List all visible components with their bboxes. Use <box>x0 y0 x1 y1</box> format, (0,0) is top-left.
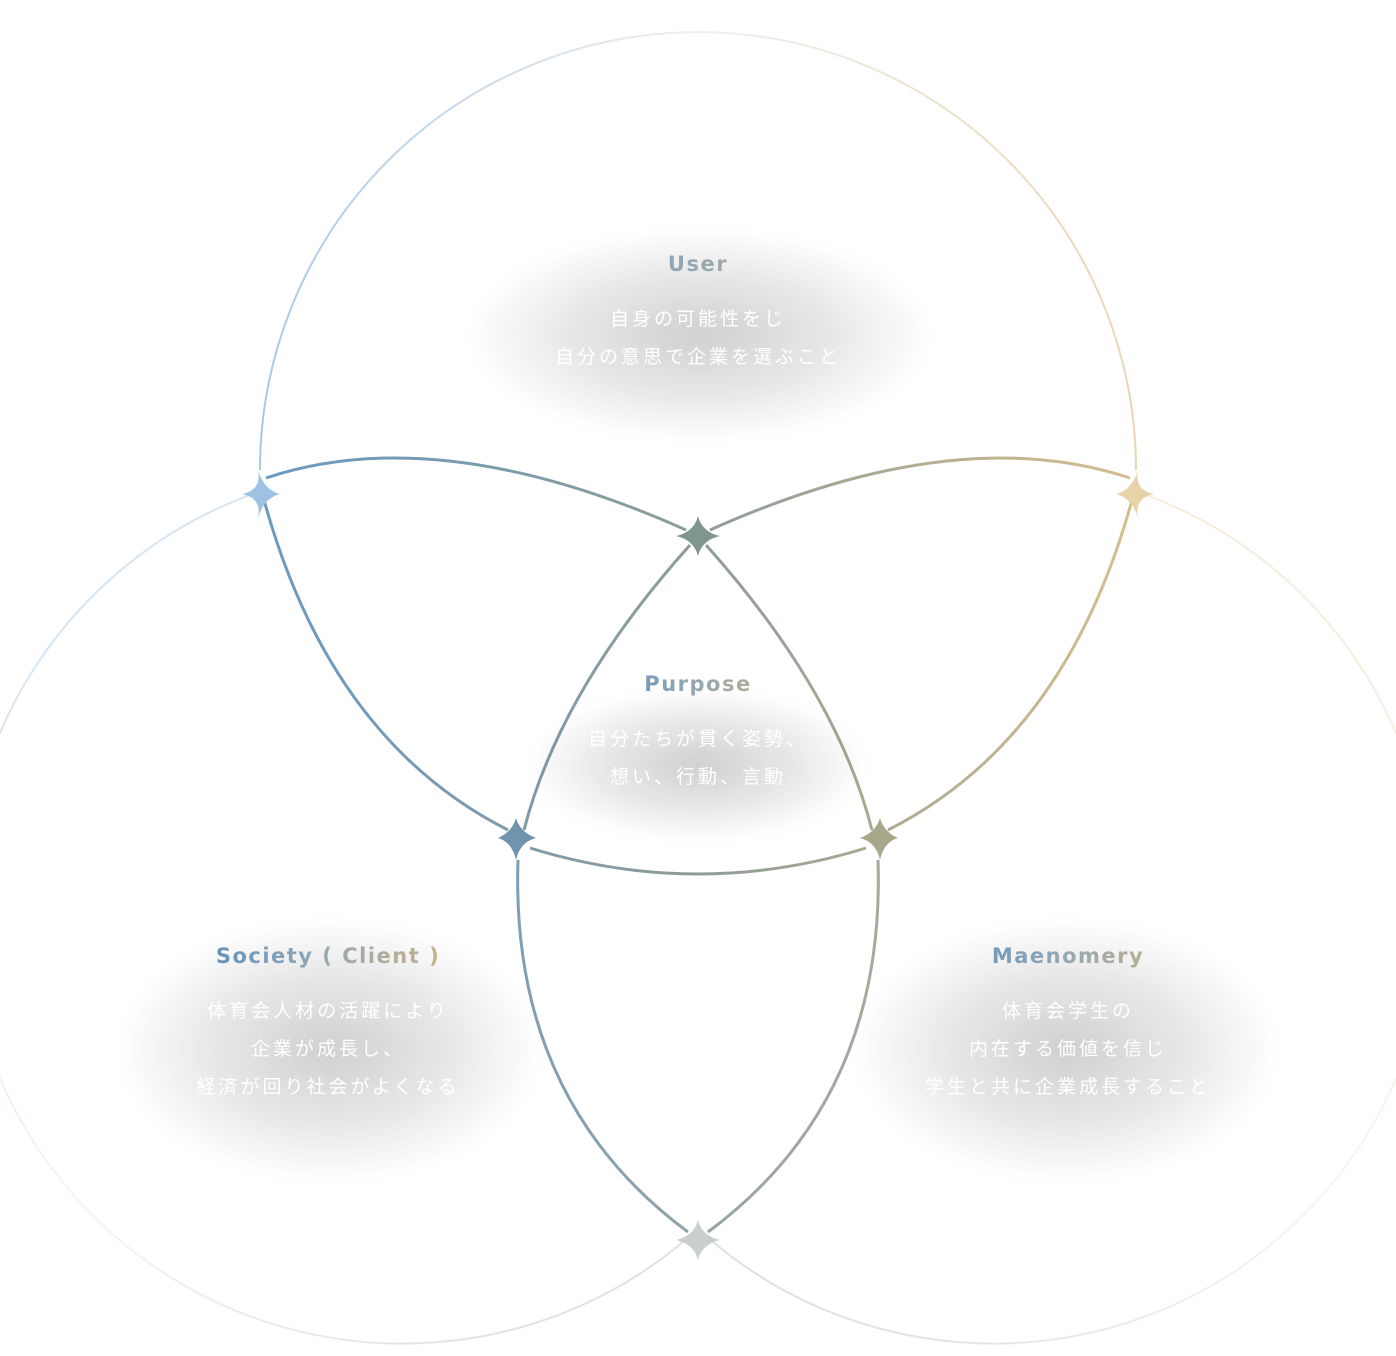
maenomery-line-2: 内在する価値を信じ <box>968 1038 1167 1060</box>
bottom-left-arc <box>516 859 689 1234</box>
society-title: Society ( Client ) <box>148 944 508 968</box>
user-haze <box>470 230 930 440</box>
maenomery-description: 体育会学生の 内在する価値を信じ 学生と共に企業成長すること <box>888 992 1248 1106</box>
user-line-2: 自分の意思で企業を選ぶこと <box>554 346 841 368</box>
purpose-line-1: 自分たちが貫く姿勢、 <box>587 728 808 750</box>
top-circle-right-inner-arc <box>887 499 1134 832</box>
purpose-line-2: 想い、行動、言動 <box>609 766 786 788</box>
lens-right-arc <box>704 543 874 831</box>
purpose-block: Purpose 自分たちが貫く姿勢、 想い、行動、言動 <box>548 672 848 796</box>
user-title: User <box>448 252 948 276</box>
society-haze <box>120 920 540 1180</box>
society-line-3: 経済が回り社会がよくなる <box>196 1076 460 1098</box>
society-line-1: 体育会人材の活躍により <box>207 1000 449 1022</box>
society-description: 体育会人材の活躍により 企業が成長し、 経済が回り社会がよくなる <box>148 992 508 1106</box>
society-block: Society ( Client ) 体育会人材の活躍により 企業が成長し、 経… <box>148 944 508 1106</box>
maenomery-haze <box>856 920 1276 1180</box>
society-circle-outer-arc <box>0 494 691 1345</box>
purpose-title: Purpose <box>548 672 848 696</box>
maenomery-line-1: 体育会学生の <box>1001 1000 1134 1022</box>
junction-top-right <box>1116 470 1154 518</box>
maenomery-line-3: 学生と共に企業成長すること <box>924 1076 1211 1098</box>
user-block: User 自身の可能性をじ 自分の意思で企業を選ぶこと <box>448 252 948 376</box>
lens-left-arc <box>522 543 692 831</box>
maenomery-title: Maenomery <box>888 944 1248 968</box>
junction-bottom <box>676 1220 720 1260</box>
right-inner-upper-arc <box>709 456 1131 532</box>
top-circle-left-inner-arc <box>262 499 509 832</box>
maenomery-block: Maenomery 体育会学生の 内在する価値を信じ 学生と共に企業成長すること <box>888 944 1248 1106</box>
junction-center-right <box>860 818 898 860</box>
left-inner-upper-arc <box>265 456 687 532</box>
purpose-haze <box>530 690 866 840</box>
user-line-1: 自身の可能性をじ <box>609 308 786 330</box>
user-circle-outer-arc <box>259 31 1137 471</box>
user-description: 自身の可能性をじ 自分の意思で企業を選ぶこと <box>448 300 948 376</box>
junction-center-top <box>676 516 720 556</box>
junction-top-left <box>242 470 280 518</box>
junction-center-left <box>498 818 536 860</box>
purpose-description: 自分たちが貫く姿勢、 想い、行動、言動 <box>548 720 848 796</box>
society-line-2: 企業が成長し、 <box>250 1038 405 1060</box>
bottom-right-arc <box>707 859 880 1234</box>
center-bottom-arc <box>529 846 867 876</box>
maenomery-circle-outer-arc <box>705 494 1396 1345</box>
